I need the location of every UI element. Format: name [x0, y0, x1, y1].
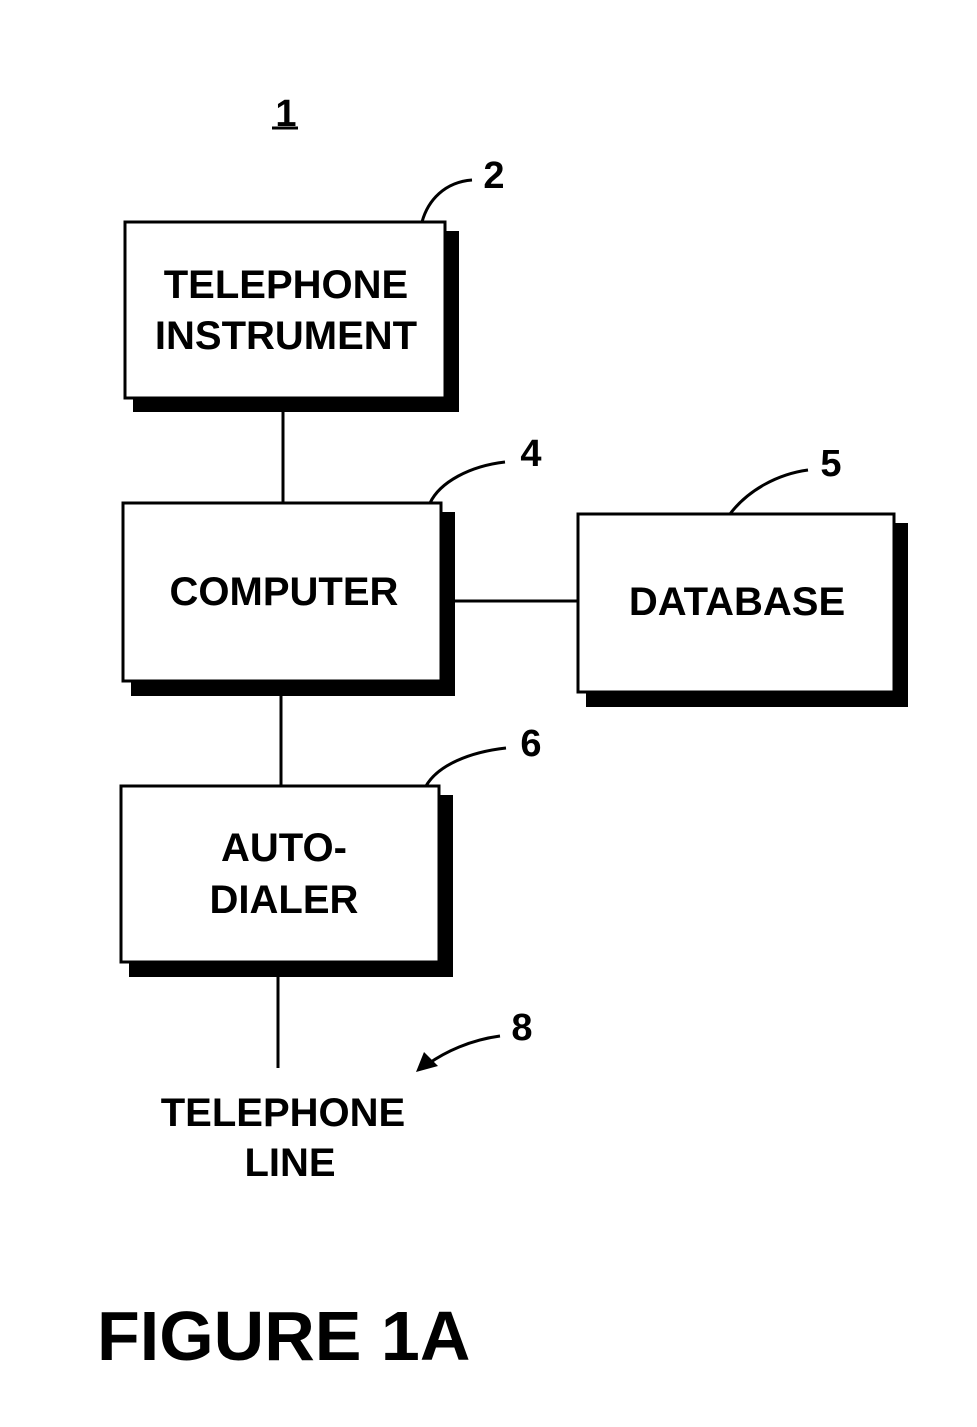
telephone-instrument-ref-number: 2	[483, 155, 504, 197]
computer-label: COMPUTER	[170, 570, 399, 614]
figure-title: FIGURE 1A	[97, 1297, 470, 1375]
database-box: DATABASE	[576, 512, 908, 707]
database-label: DATABASE	[629, 580, 845, 624]
telephone-instrument-label-line1: TELEPHONE	[164, 263, 408, 307]
auto-dialer-label-line2: DIALER	[210, 878, 359, 922]
telephone-line-ref-number: 8	[511, 1007, 532, 1049]
computer-leader	[428, 460, 506, 504]
computer-frame	[121, 501, 443, 683]
auto-dialer-frame	[119, 784, 441, 964]
telephone-instrument-frame	[123, 220, 447, 400]
telephone-instrument-leader	[420, 178, 473, 223]
telephone-instrument-box: TELEPHONE INSTRUMENT	[123, 220, 459, 412]
database-ref-number: 5	[820, 443, 841, 485]
auto-dialer-box: AUTO- DIALER	[119, 784, 453, 977]
auto-dialer-label-line1: AUTO-	[221, 826, 347, 870]
database-leader	[728, 468, 809, 515]
telephone-line-label-line2: LINE	[244, 1141, 335, 1185]
telephone-line-label-line1: TELEPHONE	[161, 1091, 405, 1135]
telephone-line-arrow	[427, 1034, 501, 1066]
system-ref-number: 1	[275, 93, 296, 135]
database-frame	[576, 512, 896, 694]
computer-ref-number: 4	[520, 433, 541, 475]
telephone-line-arrowhead	[416, 1052, 438, 1072]
auto-dialer-leader	[424, 746, 507, 787]
auto-dialer-ref-number: 6	[520, 723, 541, 765]
telephone-instrument-label-line2: INSTRUMENT	[155, 314, 417, 358]
computer-box: COMPUTER	[121, 501, 455, 696]
